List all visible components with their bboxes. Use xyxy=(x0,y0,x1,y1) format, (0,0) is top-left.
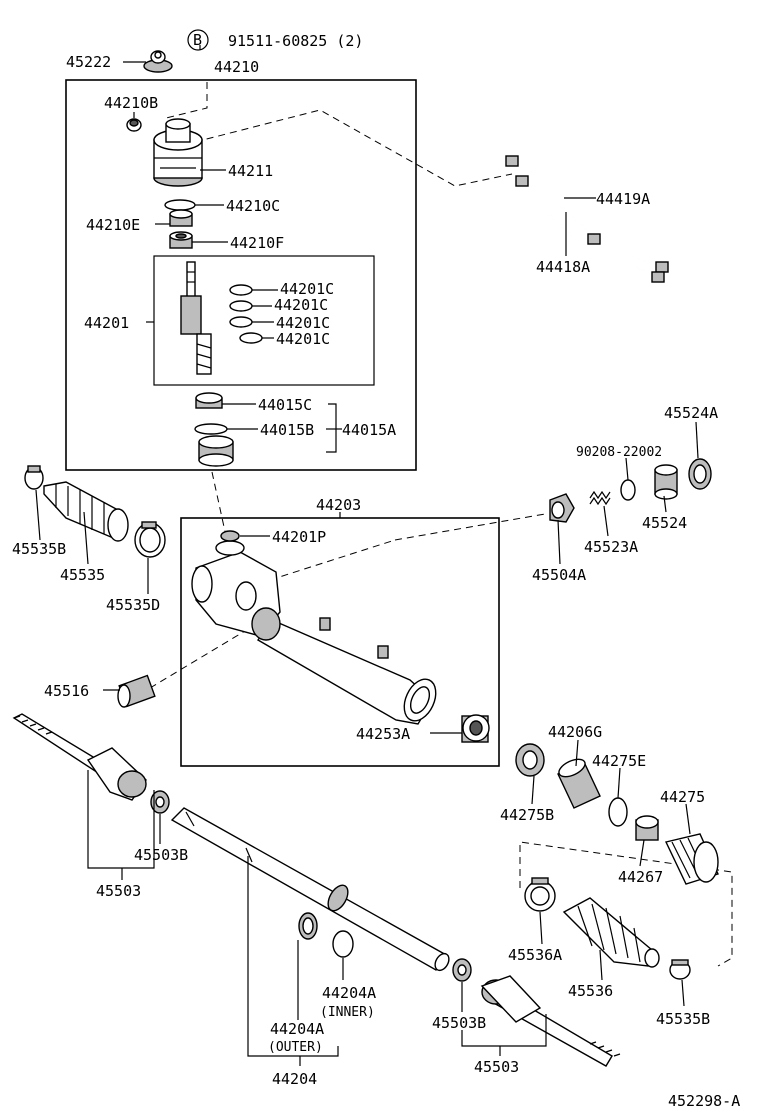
seal-44275B xyxy=(515,743,545,777)
pinion-shaft-44201 xyxy=(180,261,212,375)
label-44204A-outer: 44204A xyxy=(270,1020,324,1038)
seal-44204A-inner xyxy=(332,930,354,958)
label-inner-note: (INNER) xyxy=(320,1005,375,1020)
label-45516: 45516 xyxy=(44,682,89,700)
label-45536: 45536 xyxy=(568,982,613,1000)
bearing-44210F xyxy=(169,231,193,249)
label-44203: 44203 xyxy=(316,496,361,514)
label-44201C-2: 44201C xyxy=(274,296,328,314)
label-45524A: 45524A xyxy=(664,404,718,422)
label-90208-22002: 90208-22002 xyxy=(576,445,662,460)
steering-rack-44204 xyxy=(170,807,450,972)
label-45535B-right: 45535B xyxy=(656,1010,710,1028)
tie-rod-left-45503 xyxy=(12,713,147,801)
cap-45222 xyxy=(143,50,173,73)
bearing-44015C xyxy=(195,392,223,409)
label-44206G: 44206G xyxy=(548,723,602,741)
label-44201C-3: 44201C xyxy=(276,314,330,332)
clamp-45536A xyxy=(524,877,556,912)
seal-rings-44201C xyxy=(229,284,263,344)
label-44210: 44210 xyxy=(214,58,259,76)
label-45535D: 45535D xyxy=(106,596,160,614)
label-44210F: 44210F xyxy=(230,234,284,252)
rack-housing-44203 xyxy=(191,540,437,725)
label-44211: 44211 xyxy=(228,162,273,180)
label-45535: 45535 xyxy=(60,566,105,584)
nut-44210B xyxy=(126,118,142,132)
label-44204A-inner: 44204A xyxy=(322,984,376,1002)
seal-44204A-outer xyxy=(298,912,318,940)
o-ring-44015B xyxy=(194,423,228,435)
plug-44015A xyxy=(198,435,234,467)
bushing-45516 xyxy=(117,674,156,708)
part-labels: 91511-60825 (2) 45222 44210 44210B 44211… xyxy=(12,32,740,1110)
nut-45524A xyxy=(688,458,712,490)
valve-housing-44211 xyxy=(153,118,203,187)
o-ring-44210C xyxy=(164,199,196,211)
label-outer-note: (OUTER) xyxy=(268,1040,323,1055)
label-44201C-1: 44201C xyxy=(280,280,334,298)
clamp-45535D xyxy=(134,521,166,558)
label-44419A: 44419A xyxy=(596,190,650,208)
label-44201P: 44201P xyxy=(272,528,326,546)
bushing-44267 xyxy=(635,815,659,841)
label-45535B-left: 45535B xyxy=(12,540,66,558)
label-44275E: 44275E xyxy=(592,752,646,770)
nut-45503B-right xyxy=(452,958,472,982)
sleeve-44206G xyxy=(557,758,601,809)
label-44015C: 44015C xyxy=(258,396,312,414)
label-45523A: 45523A xyxy=(584,538,638,556)
label-44275B: 44275B xyxy=(500,806,554,824)
label-44204: 44204 xyxy=(272,1070,317,1088)
label-44210E: 44210E xyxy=(86,216,140,234)
label-45503-right: 45503 xyxy=(474,1058,519,1076)
rack-guide-45504A xyxy=(549,493,575,523)
label-44275: 44275 xyxy=(660,788,705,806)
boot-45535 xyxy=(43,481,129,542)
ring-90208 xyxy=(620,479,636,501)
label-44418A: 44418A xyxy=(536,258,590,276)
label-44210B: 44210B xyxy=(104,94,158,112)
clamp-45535B-left xyxy=(24,465,44,490)
ref-badge-letter: B xyxy=(193,31,202,49)
cap-45524 xyxy=(654,464,678,500)
bushing-44253A xyxy=(461,714,490,743)
nut-45503B-left xyxy=(150,790,170,814)
label-45504A: 45504A xyxy=(532,566,586,584)
label-44201C-4: 44201C xyxy=(276,330,330,348)
label-45503B-left: 45503B xyxy=(134,846,188,864)
tie-rod-right-45503 xyxy=(480,975,621,1067)
boot-44275 xyxy=(664,833,719,885)
label-44210C: 44210C xyxy=(226,197,280,215)
pinion-subgroup-box xyxy=(153,255,375,386)
label-91511-60825: 91511-60825 (2) xyxy=(228,32,363,50)
label-44253A: 44253A xyxy=(356,725,410,743)
label-45536A: 45536A xyxy=(508,946,562,964)
label-44015A: 44015A xyxy=(342,421,396,439)
clamp-45535B-right xyxy=(669,959,691,980)
seal-44210E xyxy=(169,209,193,227)
label-44015B: 44015B xyxy=(260,421,314,439)
valve-assembly-box xyxy=(65,79,417,471)
label-45524: 45524 xyxy=(642,514,687,532)
diagram-code: 452298-A xyxy=(668,1092,740,1110)
ring-44275E xyxy=(608,797,628,827)
leader-lines xyxy=(35,45,699,1066)
label-45503B-right: 45503B xyxy=(432,1014,486,1032)
spring-45523A xyxy=(589,490,611,506)
label-45503-left: 45503 xyxy=(96,882,141,900)
nut-44201P xyxy=(220,530,240,542)
boot-45536 xyxy=(562,897,660,968)
label-45222: 45222 xyxy=(66,53,111,71)
ref-badge xyxy=(187,29,209,51)
label-44201: 44201 xyxy=(84,314,129,332)
label-44267: 44267 xyxy=(618,868,663,886)
